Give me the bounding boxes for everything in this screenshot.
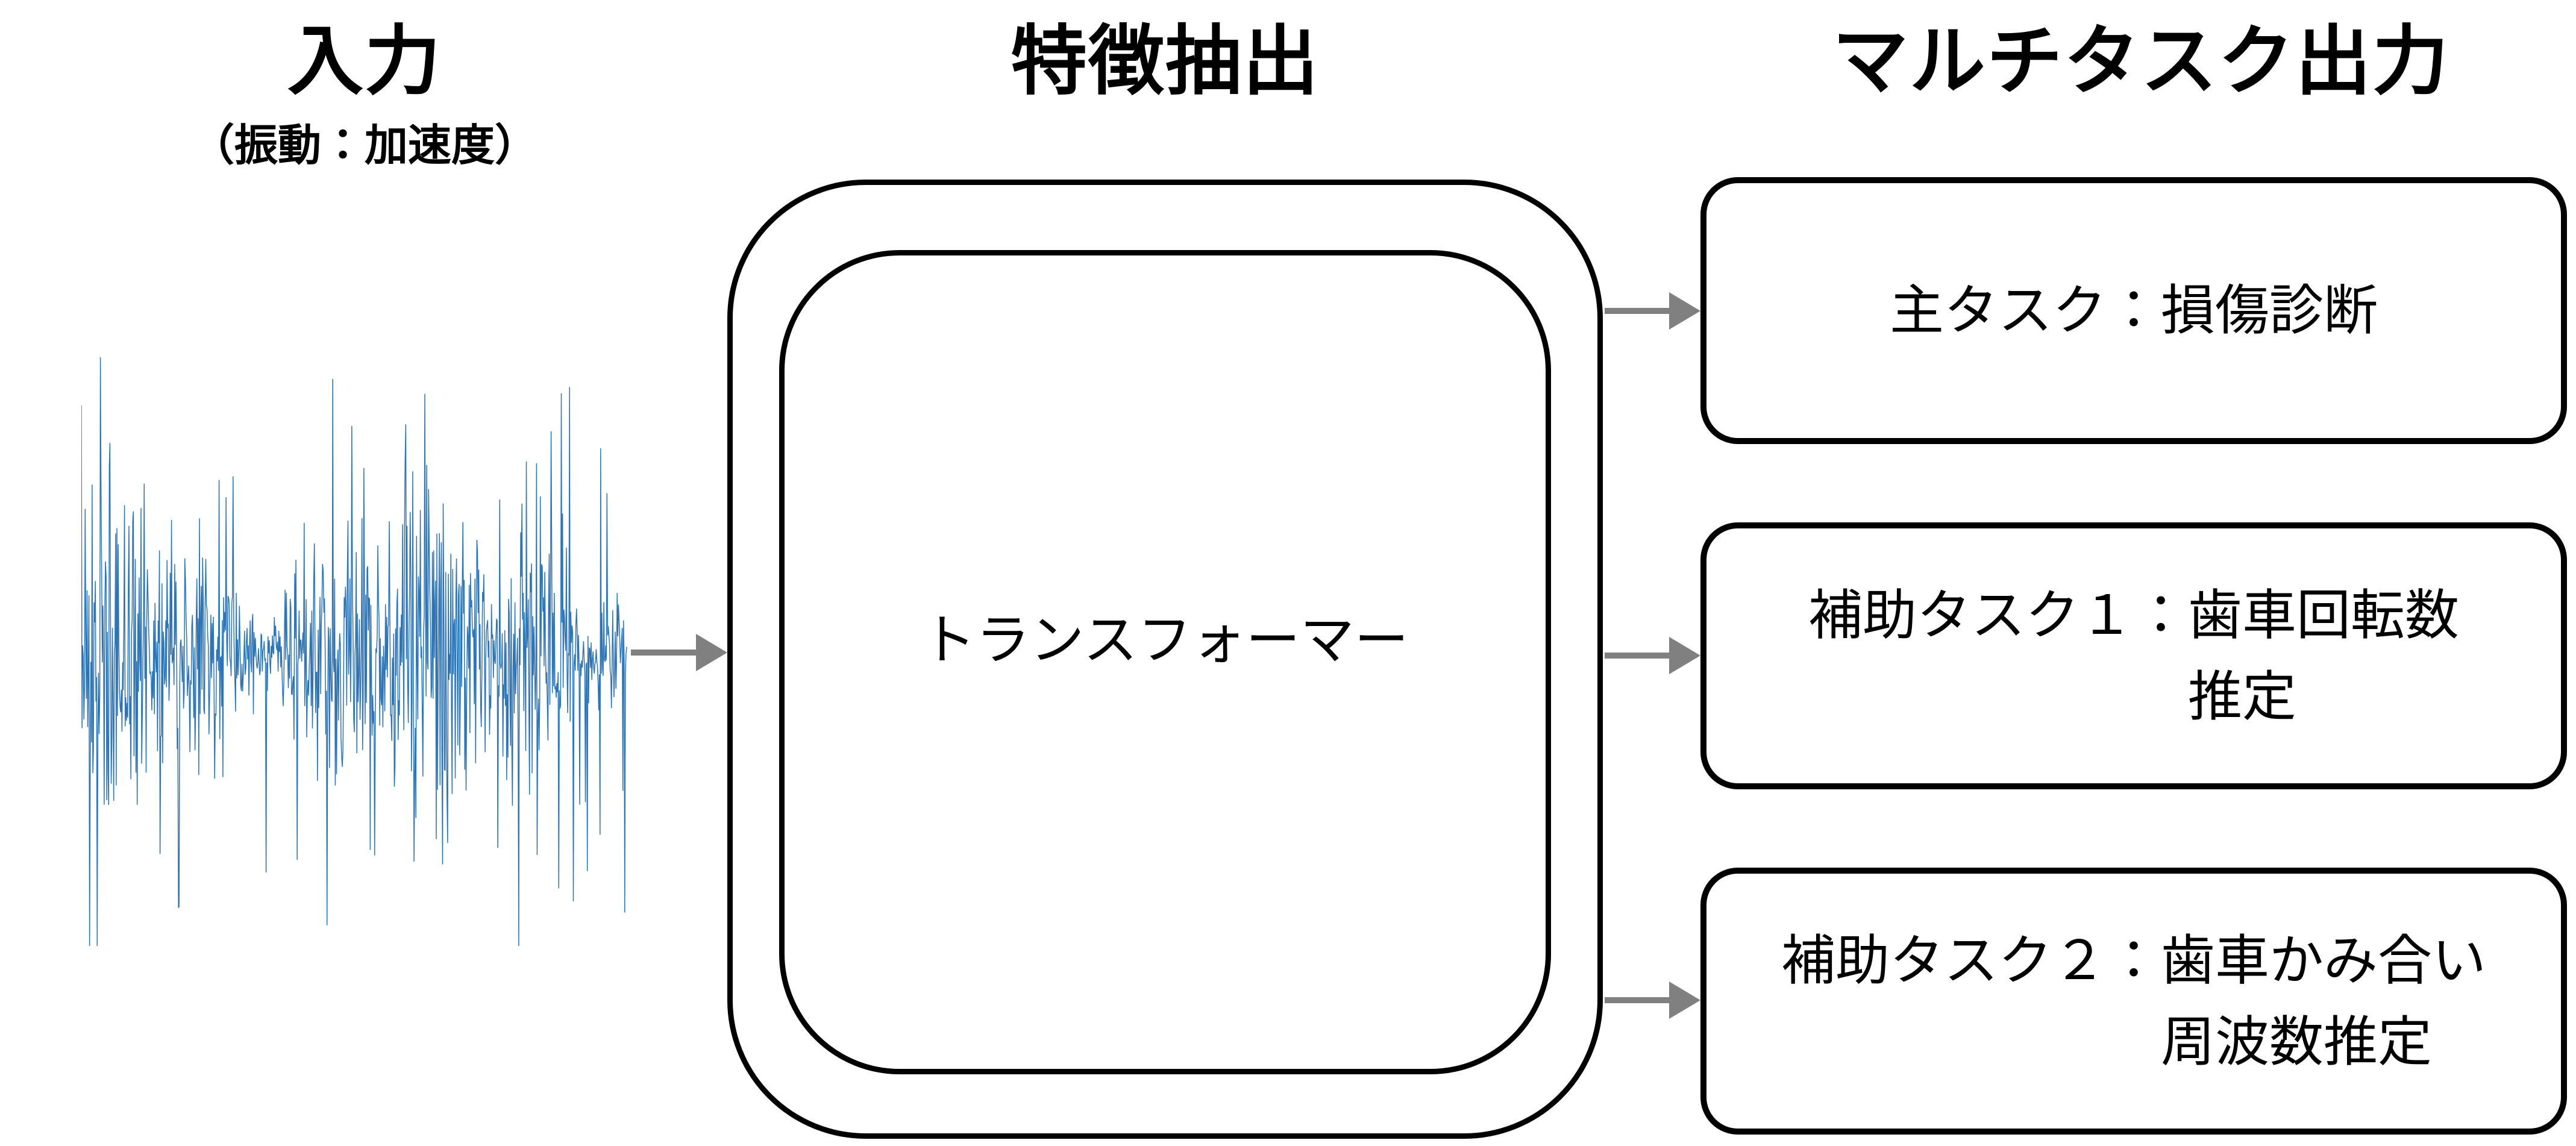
box-line: 補助タスク２：歯車かみ合い [1781, 928, 2486, 992]
arrow-to-aux-task-2 [1605, 982, 1700, 1019]
input-column-title: 入力 [287, 17, 442, 105]
aux-task-1-text: 補助タスク１：歯車回転数 推定 [1808, 575, 2459, 737]
output-box-main-task: 主タスク：損傷診断 [1700, 177, 2567, 444]
arrow-to-aux-task-1 [1605, 637, 1700, 674]
transformer-inner-box: トランスフォーマー [779, 250, 1551, 1074]
transformer-outer-box [727, 180, 1603, 1139]
box-line: 補助タスク１：歯車回転数 [1808, 583, 2459, 647]
arrow-to-main-task [1605, 292, 1700, 330]
feature-column-title: 特徴抽出 [1011, 17, 1320, 105]
box-line: 推定 [2188, 665, 2296, 728]
main-task-text: 主タスク：損傷診断 [1890, 270, 2378, 351]
output-box-aux-task-1: 補助タスク１：歯車回転数 推定 [1700, 522, 2567, 789]
output-column-title: マルチタスク出力 [1832, 17, 2449, 105]
vibration-waveform [81, 357, 627, 946]
output-box-aux-task-2: 補助タスク２：歯車かみ合い 周波数推定 [1700, 868, 2567, 1135]
input-column-subtitle: （振動：加速度） [190, 120, 538, 171]
input-to-transformer-arrow [631, 634, 727, 671]
box-line: 周波数推定 [2161, 1010, 2432, 1074]
waveform-trace [81, 357, 627, 946]
transformer-label: トランスフォーマー [921, 609, 1409, 672]
box-line: 主タスク：損傷診断 [1890, 279, 2378, 342]
aux-task-2-text: 補助タスク２：歯車かみ合い 周波数推定 [1781, 920, 2486, 1083]
